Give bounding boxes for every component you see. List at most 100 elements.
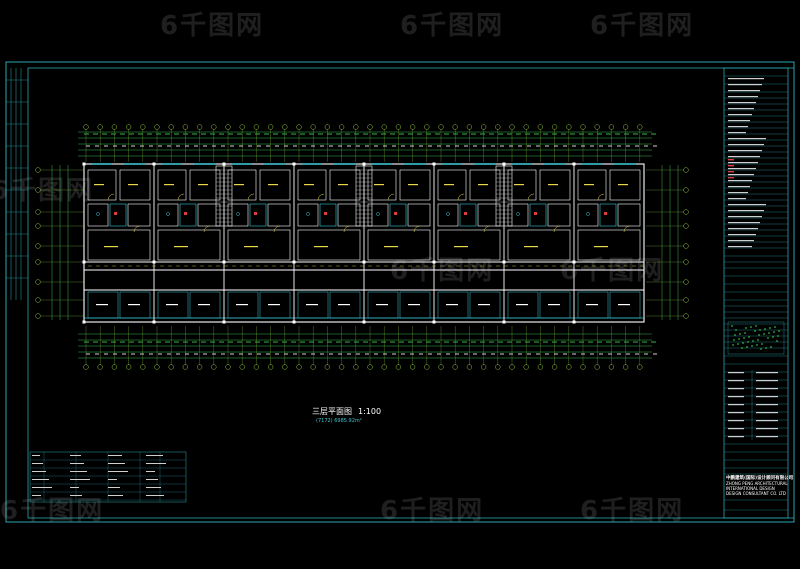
dimension-text [435,341,440,343]
dimension-text [167,353,171,355]
dimension-text [327,341,332,343]
title-block-text-mark [756,388,778,390]
logo-mark [778,330,780,332]
logo-mark [764,328,766,330]
column [292,162,296,166]
grid-axis-bubble [537,364,544,370]
dimension-text [273,341,278,343]
logo-mark [739,333,741,335]
dimension-text [356,353,360,355]
notes-text [108,463,125,464]
grid-axis-bubble [480,364,487,370]
fixture [376,212,380,216]
logo-mark [759,329,761,331]
grid-axis-bubble [111,124,118,130]
grid-axis-bubble [140,124,146,130]
dimension-text [572,145,576,147]
dimension-text [347,353,351,355]
room [227,203,249,227]
dimension-text [248,353,252,355]
logo-mark [751,345,753,347]
grid-axis-bubble [509,364,515,370]
dimension-text [498,133,503,135]
dimension-text [572,353,576,355]
grid-axis-bubble [324,124,331,130]
notes-text [32,487,52,488]
title-block [723,67,789,519]
dimension-text [147,341,152,343]
dimension-text [608,353,612,355]
dimension-text [311,353,315,355]
room [399,169,431,201]
grid-axis-bubble [495,364,501,370]
notes-text [146,487,161,488]
notes-text [32,455,40,456]
logo-mark [767,337,769,339]
title-block-text-mark [728,174,754,176]
column [502,162,506,166]
dimension-text [131,145,135,147]
dimension-text [500,353,504,355]
fixture [534,212,537,215]
dimension-text [147,133,152,135]
dimension-text [257,145,261,147]
dimension-text [588,341,593,343]
grid-axis-bubble [97,364,103,370]
dimension-text [120,133,125,135]
title-block-text-mark [756,420,778,422]
door-swing [177,193,185,201]
dimension-text [84,341,89,343]
room [367,169,397,201]
dimension-text [239,353,243,355]
grid-axis-bubble [125,364,132,370]
title-block-text-mark [728,372,744,374]
grid-axis-bubble [35,209,41,215]
dimension-text [176,145,180,147]
grid-axis-bubble [35,259,41,265]
room-label [514,184,524,186]
dimension-text [185,145,189,147]
dimension-text [498,341,503,343]
notes-text [32,471,46,472]
dimension-text [230,353,234,355]
room-label [444,184,454,186]
title-block-text-mark [728,162,758,164]
dimension-text [138,133,143,135]
dimension-text [554,353,558,355]
column [222,260,226,264]
room [127,203,151,227]
logo-mark [742,342,744,344]
dimension-text [518,145,522,147]
dimension-text [491,353,495,355]
door-swing [133,225,141,233]
watermark: 6千图网 [160,11,265,41]
room-label [104,246,118,248]
dimension-text [419,145,423,147]
watermark: 6千图网 [0,176,95,206]
dimension-text [525,341,530,343]
dimension-text [363,133,368,135]
grid-axis-bubble [424,124,430,130]
dimension-text [302,353,306,355]
balcony [507,291,539,319]
title-block-text-mark [728,246,752,248]
room-label [376,304,388,306]
dimension-text [165,133,170,135]
dimension-text [534,133,539,135]
balcony [227,291,259,319]
dimension-text [156,133,161,135]
dimension-text [102,133,107,135]
dimension-text [552,133,557,135]
balcony [437,291,469,319]
grid-axis-bubble [83,124,89,130]
dimension-text [300,341,305,343]
dimension-text [617,353,621,355]
room [157,169,187,201]
grid-axis-bubble [367,124,373,130]
dimension-text [138,341,143,343]
dimension-text [284,353,288,355]
room [507,203,529,227]
dimension-text [176,353,180,355]
dimension-text [327,133,332,135]
grid-axis-bubble [154,364,160,370]
